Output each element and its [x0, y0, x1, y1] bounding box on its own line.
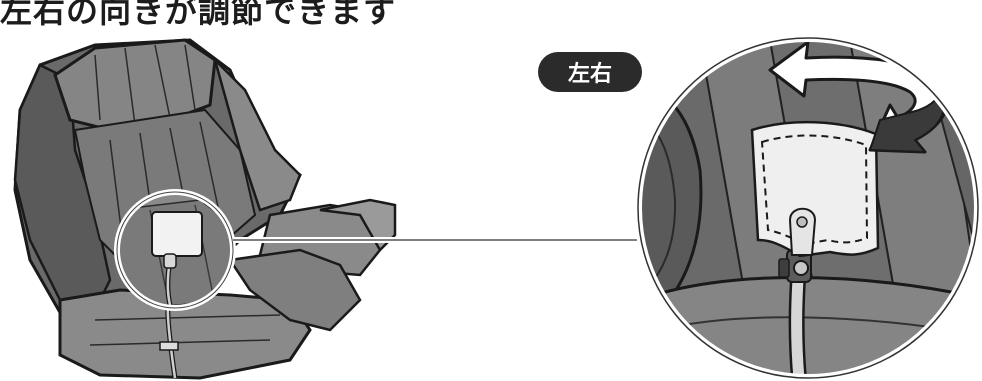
detail-magnified [634, 34, 982, 381]
left-right-badge: 左右 [538, 52, 642, 92]
face-pad [750, 120, 880, 258]
instruction-heading: 左右の向きが調節できます [0, 0, 397, 30]
face-pad-small [151, 211, 203, 257]
detail-highlight-small [114, 189, 236, 311]
